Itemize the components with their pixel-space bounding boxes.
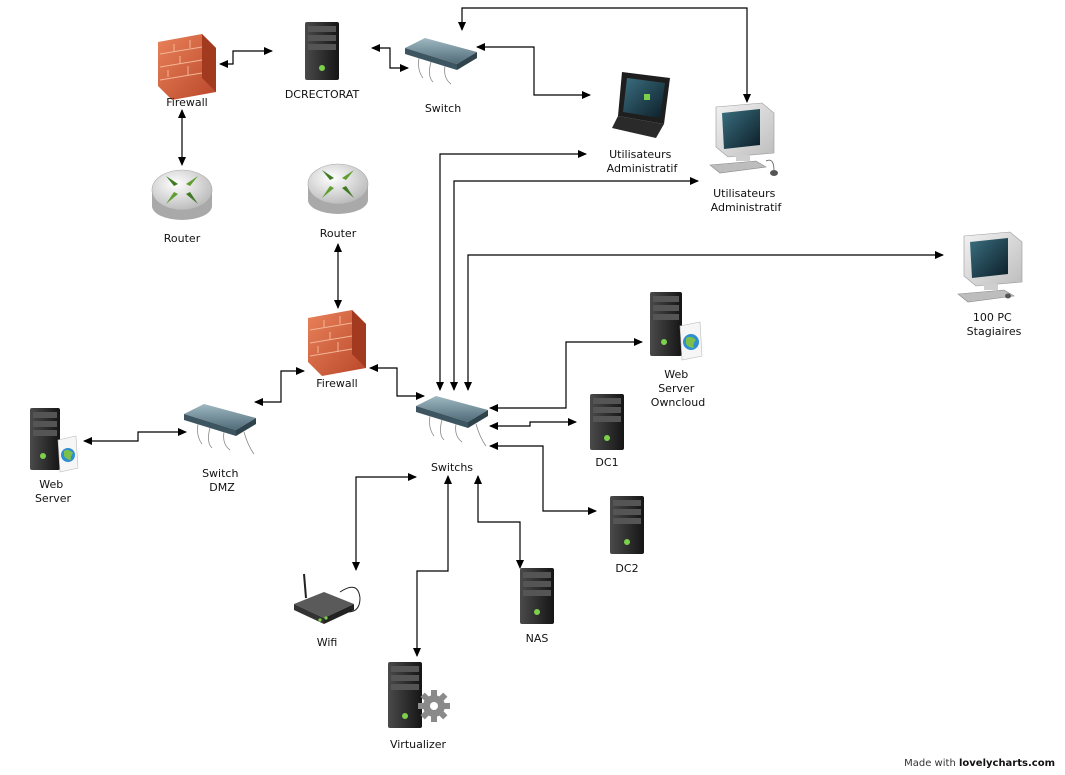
firewall-mid-node[interactable]: Firewall: [308, 310, 366, 390]
switch-dmz-node[interactable]: Switch DMZ: [184, 404, 256, 494]
firewall-mid-label: Firewall: [316, 377, 357, 390]
dcrectorat-label: DCRECTORAT: [285, 88, 360, 101]
footer-credit: Made with lovelycharts.com: [904, 758, 1055, 769]
footer-brand: lovelycharts.com: [958, 758, 1055, 769]
server-icon: [590, 394, 624, 450]
nas-label: NAS: [526, 632, 549, 645]
dc2-node[interactable]: DC2: [610, 496, 644, 575]
edge-switchs-pcstagiaires: [464, 251, 944, 391]
edge-switchs-virtualizer: [413, 475, 452, 657]
edge-switchs-dc2: [489, 442, 597, 515]
edge-firewall-switchs: [369, 364, 425, 400]
laptop-admin-label: Utilisateurs Administratif: [607, 148, 679, 175]
desktop-admin-label: Utilisateurs Administratif: [711, 187, 783, 214]
edge-switchs-owncloud: [489, 338, 643, 412]
virtualizer-server-icon: [388, 662, 450, 728]
switch-icon: [416, 396, 488, 447]
virtualizer-node[interactable]: Virtualizer: [388, 662, 450, 751]
web-server-node[interactable]: Web Server: [30, 408, 79, 505]
server-icon: [610, 496, 644, 554]
desktop-icon: [709, 102, 778, 176]
nas-node[interactable]: NAS: [520, 568, 554, 645]
pc-stagiaires-label: 100 PC Stagiaires: [967, 311, 1022, 338]
router-mid-label: Router: [320, 227, 357, 240]
switch-top-label: Switch: [425, 102, 461, 115]
router-left-node[interactable]: Router: [151, 169, 213, 245]
laptop-admin-node[interactable]: Utilisateurs Administratif: [607, 72, 679, 175]
wifi-router-icon: [294, 573, 361, 624]
firewall-icon: [308, 310, 366, 376]
router-left-label: Router: [164, 232, 201, 245]
desktop-admin-node[interactable]: Utilisateurs Administratif: [709, 102, 783, 214]
router-icon: [307, 163, 369, 214]
web-server-icon: [650, 292, 703, 361]
switchs-node[interactable]: Switchs: [416, 396, 488, 474]
server-icon: [520, 568, 554, 624]
switch-top-node[interactable]: Switch: [405, 38, 477, 115]
edge-switchs-wifi: [352, 473, 417, 571]
switch-icon: [405, 38, 477, 85]
dc1-label: DC1: [595, 456, 618, 469]
footer-prefix: Made with: [904, 758, 959, 769]
web-owncloud-label: Web Server Owncloud: [651, 368, 705, 409]
edge-firewall-dcrectorat: [219, 47, 273, 68]
router-icon: [151, 169, 213, 220]
switchs-label: Switchs: [431, 461, 473, 474]
firewall-top-label: Firewall: [166, 96, 207, 109]
firewall-icon: [158, 34, 216, 100]
virtualizer-label: Virtualizer: [390, 738, 447, 751]
switch-dmz-label: Switch DMZ: [202, 467, 242, 494]
edge-firewall-switchdmz: [254, 367, 305, 406]
dc1-node[interactable]: DC1: [590, 394, 624, 469]
wifi-label: Wifi: [317, 636, 338, 649]
firewall-top-node[interactable]: Firewall: [158, 34, 216, 109]
gear-icon: [418, 690, 450, 722]
web-server-label: Web Server: [35, 478, 72, 505]
server-icon: [305, 22, 339, 80]
dc2-label: DC2: [615, 562, 638, 575]
dcrectorat-node[interactable]: DCRECTORAT: [285, 22, 360, 101]
wifi-node[interactable]: Wifi: [294, 573, 361, 649]
edge-switchs-desktop: [450, 177, 699, 391]
edge-switch-desktop-top: [458, 7, 751, 103]
connections: [83, 7, 944, 657]
switch-icon: [184, 404, 256, 455]
edge-switchs-nas: [474, 475, 524, 569]
edge-switchs-laptop: [436, 150, 587, 391]
web-owncloud-node[interactable]: Web Server Owncloud: [650, 292, 705, 409]
router-mid-node[interactable]: Router: [307, 163, 369, 240]
desktop-icon: [957, 231, 1023, 303]
laptop-icon: [612, 72, 670, 138]
pc-stagiaires-node[interactable]: 100 PC Stagiaires: [957, 231, 1023, 338]
web-server-icon: [30, 408, 79, 473]
edge-dcrectorat-switch: [371, 44, 409, 72]
edge-switch-laptop: [476, 43, 591, 99]
edge-switchdmz-webserver: [83, 428, 187, 445]
edge-switchs-dc1: [489, 418, 577, 430]
